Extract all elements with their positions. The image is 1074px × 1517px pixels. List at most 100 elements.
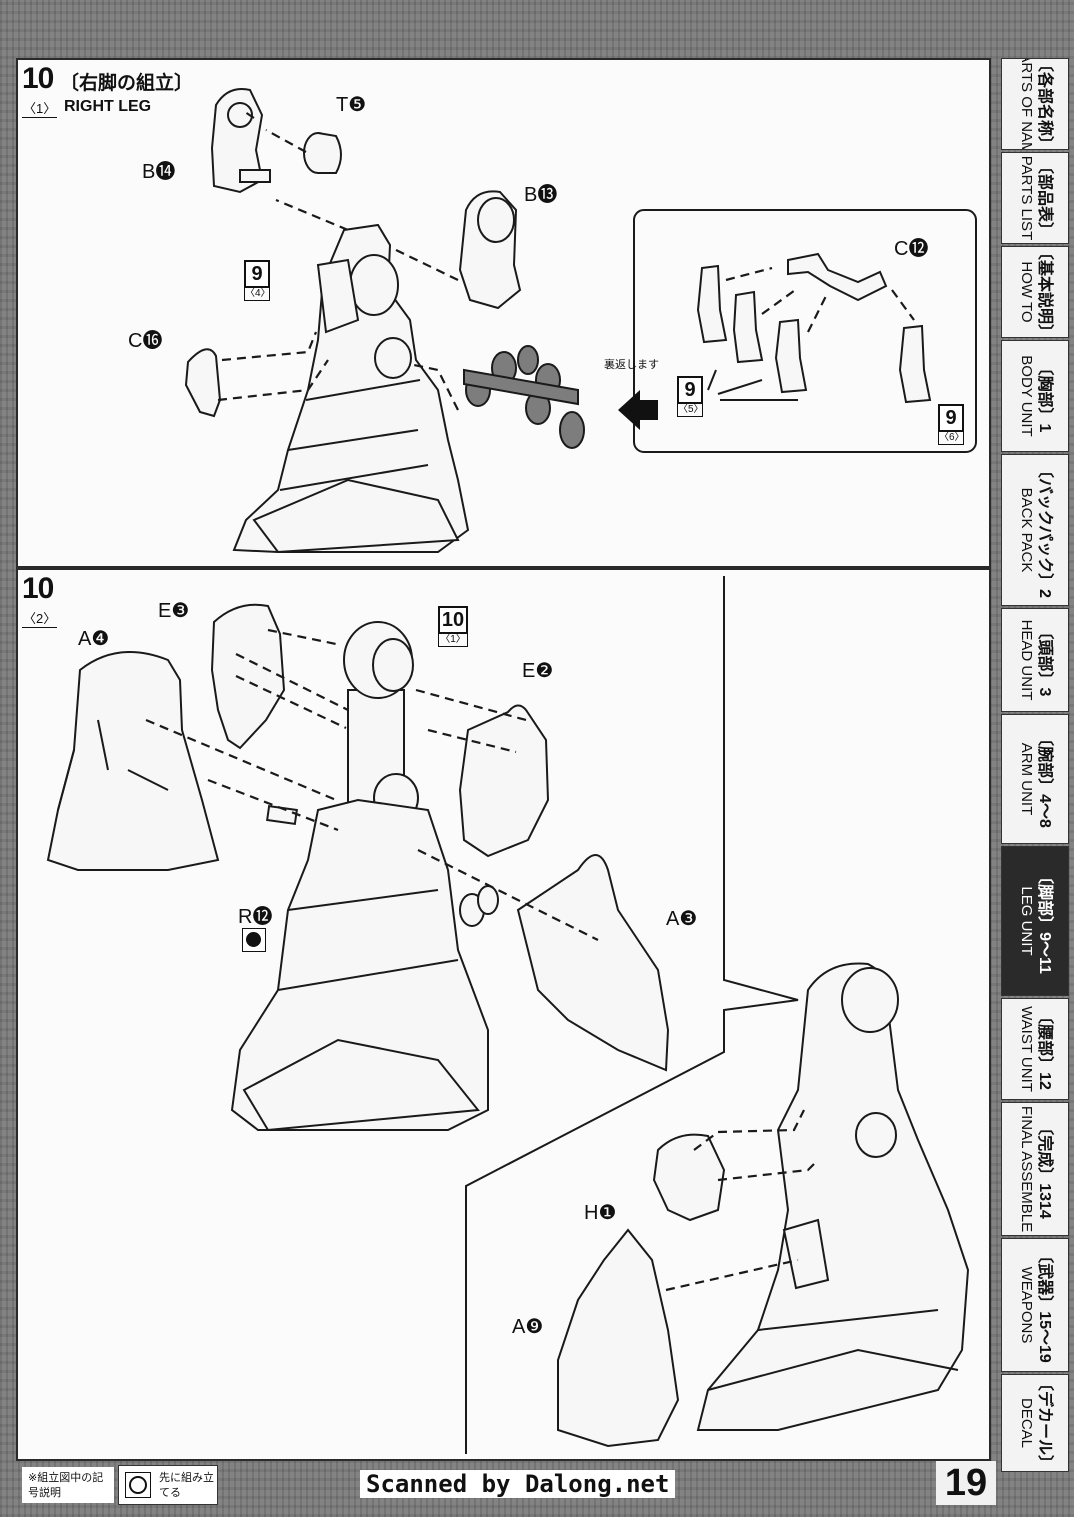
tab-label: 〔部品表〕PARTS LIST: [1017, 156, 1053, 240]
tab-jp: 〔各部名称〕: [1036, 58, 1053, 150]
label-a3: A❸: [666, 908, 698, 930]
scan-credit: Scanned by Dalong.net: [360, 1470, 676, 1498]
zoom-callout: [465, 576, 799, 1454]
tab-en: HOW TO: [1018, 261, 1035, 323]
tab-how-to[interactable]: 〔基本説明〕HOW TO: [1001, 246, 1069, 338]
foot-pistons-subassembly: [463, 345, 585, 449]
armor-a9: [557, 1228, 680, 1448]
tab-parts-list[interactable]: 〔部品表〕PARTS LIST: [1001, 152, 1069, 244]
label-r12-icon: [242, 928, 266, 952]
tab-jp: 〔基本説明〕: [1036, 246, 1053, 338]
knee-part-b14: [210, 88, 271, 194]
tab-parts-of-name[interactable]: 〔各部名称〕PARTS OF NAME: [1001, 58, 1069, 150]
inset-pistons: [696, 252, 932, 404]
preassemble-label: 先に組み立てる: [159, 1471, 214, 1499]
step-number: 10: [22, 572, 54, 605]
ref-step-number: 9: [938, 404, 964, 432]
tab-en: PARTS OF NAME: [1018, 58, 1035, 150]
part-c16: [184, 348, 222, 418]
main-leg-body: [232, 223, 470, 554]
tab-jp: 〔胸部〕1: [1036, 359, 1053, 433]
right-leg-assembly-diagram: [184, 88, 977, 554]
label-h1: H❶: [584, 1202, 617, 1224]
tab-en: DECAL: [1018, 1397, 1035, 1449]
ref-step-sub: 〈4〉: [244, 288, 271, 301]
label-r12: R⓬: [238, 906, 273, 928]
tab-en: PARTS LIST: [1018, 155, 1035, 241]
tab-jp: 〔部品表〕: [1036, 157, 1053, 239]
ref-step-sub: 〈1〉: [438, 634, 468, 647]
step-title-jp: 〔右脚の組立〕: [60, 72, 194, 94]
tab-jp: 〔武器〕15〜19: [1036, 1247, 1053, 1363]
armor-e2: [458, 704, 550, 858]
zoomed-leg-side: [696, 962, 970, 1431]
ref-step-number: 10: [438, 606, 468, 634]
tab-en: BACK PACK: [1018, 487, 1035, 573]
symbol-legend-title: ※組立図中の記号説明: [22, 1467, 114, 1503]
label-e2: E❷: [522, 660, 554, 682]
ref-step-9-4: 9 〈4〉: [244, 260, 271, 301]
tab-decal[interactable]: 〔デカール〕DECAL: [1001, 1374, 1069, 1472]
cap-part-t5: [303, 132, 342, 174]
tab-label: 〔基本説明〕HOW TO: [1017, 246, 1053, 338]
flip-note: 裏返します: [604, 358, 659, 371]
ref-step-9-6: 9 〈6〉: [938, 404, 965, 445]
tab-en: LEG UNIT: [1018, 886, 1035, 956]
right-leg-armor-diagram: [46, 576, 970, 1454]
step-substep: 〈2〉: [22, 608, 58, 628]
armor-a4: [46, 651, 220, 871]
step-10-2-panel: 10 〈2〉: [16, 568, 991, 1461]
label-c12: C⓬: [894, 238, 929, 260]
ref-step-9-5: 9 〈5〉: [677, 376, 704, 417]
tab-en: ARM UNIT: [1018, 742, 1035, 816]
tab-jp: 〔腕部〕4〜8: [1036, 730, 1053, 828]
ref-step-number: 9: [677, 376, 703, 404]
label-b13: B⓭: [524, 184, 558, 206]
step-title-en: RIGHT LEG: [64, 98, 152, 115]
tab-jp: 〔脚部〕9〜11: [1036, 868, 1053, 974]
label-c16: C⓰: [128, 330, 163, 352]
tab-jp: 〔腰部〕12: [1036, 1008, 1053, 1090]
ref-step-sub: 〈5〉: [677, 404, 704, 417]
armor-h1: [652, 1133, 726, 1222]
tab-en: HEAD UNIT: [1018, 619, 1035, 701]
armor-e3: [210, 603, 286, 750]
section-sidebar: 〔各部名称〕PARTS OF NAME 〔部品表〕PARTS LIST 〔基本説…: [1001, 58, 1071, 1473]
page-number: 19: [936, 1461, 996, 1505]
inset-box: [633, 209, 977, 453]
tab-jp: 〔頭部〕3: [1036, 623, 1053, 697]
step-10-1-panel: 10 〈1〉 〔右脚の組立〕 RIGHT LEG: [16, 58, 991, 568]
step-substep: 〈1〉: [22, 98, 58, 118]
symbol-legend-item: 先に組み立てる: [118, 1465, 218, 1505]
tab-en: BODY UNIT: [1018, 355, 1035, 437]
tab-jp: 〔バックパック〕2: [1036, 461, 1053, 599]
tab-label: 〔各部名称〕PARTS OF NAME: [1017, 58, 1053, 150]
flip-arrow: [618, 390, 658, 430]
main-leg-lower: [230, 621, 499, 1132]
tab-en: WAIST UNIT: [1018, 1006, 1035, 1092]
part-b13: [458, 190, 522, 310]
armor-a3: [516, 854, 670, 1072]
label-e3: E❸: [158, 600, 190, 622]
label-a4: A❹: [78, 628, 110, 650]
step-number: 10: [22, 62, 54, 95]
ref-step-sub: 〈6〉: [938, 432, 965, 445]
tab-jp: 〔完成〕1314: [1036, 1119, 1053, 1219]
tab-jp: 〔デカール〕: [1036, 1374, 1053, 1472]
